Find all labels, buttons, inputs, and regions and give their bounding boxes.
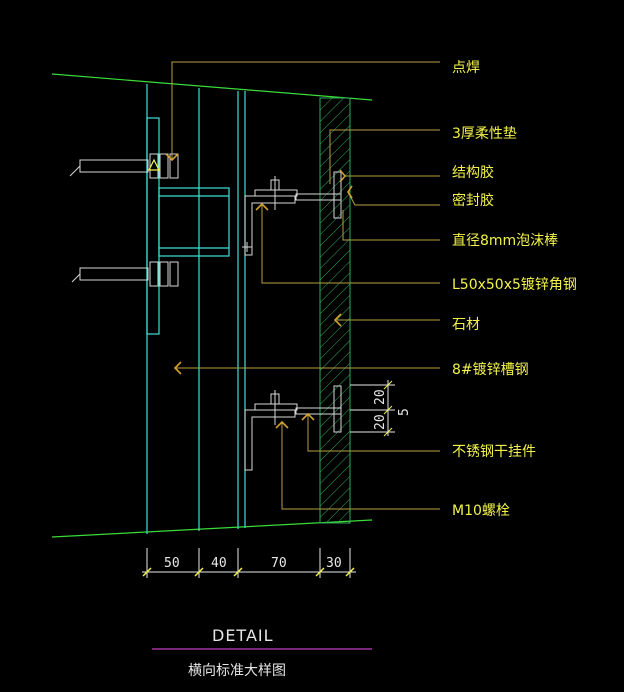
leader-stainless-hanger — [307, 414, 440, 452]
detail-title: DETAIL — [212, 626, 274, 645]
embedded-plate — [146, 117, 160, 335]
arrow-spot-weld-icon — [165, 153, 179, 162]
label-foam-rod: 直径8mm泡沫棒 — [452, 232, 558, 249]
anchor-bolts — [69, 153, 179, 287]
annotation-labels: 点焊 3厚柔性垫 结构胶 密封胶 直径8mm泡沫棒 L50x50x5镀锌角钢 石… — [452, 60, 577, 519]
bottom-tick-1 — [142, 567, 152, 577]
bottom-boundary-line — [51, 519, 373, 538]
nut-bottom-3 — [169, 261, 179, 287]
bottom-dim-40: 40 — [211, 556, 227, 571]
leader-foam-rod — [342, 210, 440, 241]
arrow-channel-icon — [173, 361, 182, 375]
leader-flex-pad — [329, 129, 440, 184]
bottom-dim-70: 70 — [271, 556, 287, 571]
anchor-leader-top — [69, 165, 81, 177]
bottom-tick-2 — [194, 567, 204, 577]
leader-arrows — [165, 153, 353, 429]
stone-panel — [319, 97, 351, 524]
side-dim-tick-2 — [383, 405, 393, 415]
label-stainless-hanger: 不锈钢干挂件 — [452, 444, 536, 460]
crosshair-mark — [242, 242, 252, 252]
label-stone: 石材 — [452, 317, 480, 333]
nut-top-1 — [149, 153, 159, 179]
lower-hanger — [244, 385, 342, 471]
nut-top-3 — [169, 153, 179, 179]
label-flex-pad: 3厚柔性垫 — [452, 126, 517, 142]
weld-symbol-icon — [148, 158, 160, 171]
side-dim-tick-3 — [383, 427, 393, 437]
side-dim-top: 20 — [373, 389, 388, 405]
arrow-stone-icon — [333, 313, 342, 327]
bottom-dim-30: 30 — [326, 556, 342, 571]
leader-spot-weld — [171, 61, 440, 160]
top-boundary-line — [51, 73, 373, 101]
anchor-bolt-top — [79, 159, 149, 173]
upper-hanger-blade — [333, 171, 342, 219]
bottom-tick-5 — [345, 567, 355, 577]
nut-bottom-1 — [149, 261, 159, 287]
structure-lines — [146, 84, 246, 534]
label-sealant: 密封胶 — [452, 192, 494, 209]
channel-section — [158, 187, 230, 257]
nut-top-2 — [159, 153, 169, 179]
lower-hanger-blade — [333, 385, 342, 433]
anchor-bolt-bottom — [79, 267, 149, 281]
boundary-lines — [51, 73, 373, 538]
leader-angle-steel — [261, 205, 440, 284]
label-spot-weld: 点焊 — [452, 60, 480, 76]
bottom-dim-50: 50 — [164, 556, 180, 571]
upper-angle-steel — [244, 195, 296, 256]
side-dim-tick-1 — [383, 380, 393, 390]
leader-bolt — [281, 422, 440, 510]
label-bolt: M10螺栓 — [452, 503, 510, 519]
label-channel-steel: 8#镀锌槽钢 — [452, 361, 529, 378]
side-dimensions — [350, 380, 395, 437]
bottom-tick-3 — [233, 567, 243, 577]
upper-hanger — [244, 171, 342, 256]
bottom-tick-4 — [315, 567, 325, 577]
detail-subtitle: 横向标准大样图 — [188, 663, 286, 679]
lower-angle-steel — [244, 409, 296, 471]
lower-bolt-plate — [254, 403, 298, 411]
label-angle-steel: L50x50x5镀锌角钢 — [452, 276, 577, 293]
stone-hatch — [319, 97, 351, 524]
arrow-angle-icon — [255, 202, 269, 211]
anchor-leader-bottom — [71, 273, 81, 283]
side-dim-right: 5 — [397, 408, 412, 416]
nut-bottom-2 — [159, 261, 169, 287]
bottom-dim-ticks — [142, 567, 355, 577]
label-structural-glue: 结构胶 — [452, 164, 494, 181]
arrow-hanger-icon — [301, 412, 315, 421]
leader-lines — [171, 61, 440, 510]
arrow-glue-icon — [339, 169, 347, 183]
upper-bolt-plate — [254, 189, 298, 197]
leader-sealant — [347, 191, 440, 206]
side-dim-mid: 20 — [373, 414, 388, 430]
arrow-bolt-icon — [275, 420, 289, 429]
arrow-sealant-icon — [347, 185, 353, 199]
